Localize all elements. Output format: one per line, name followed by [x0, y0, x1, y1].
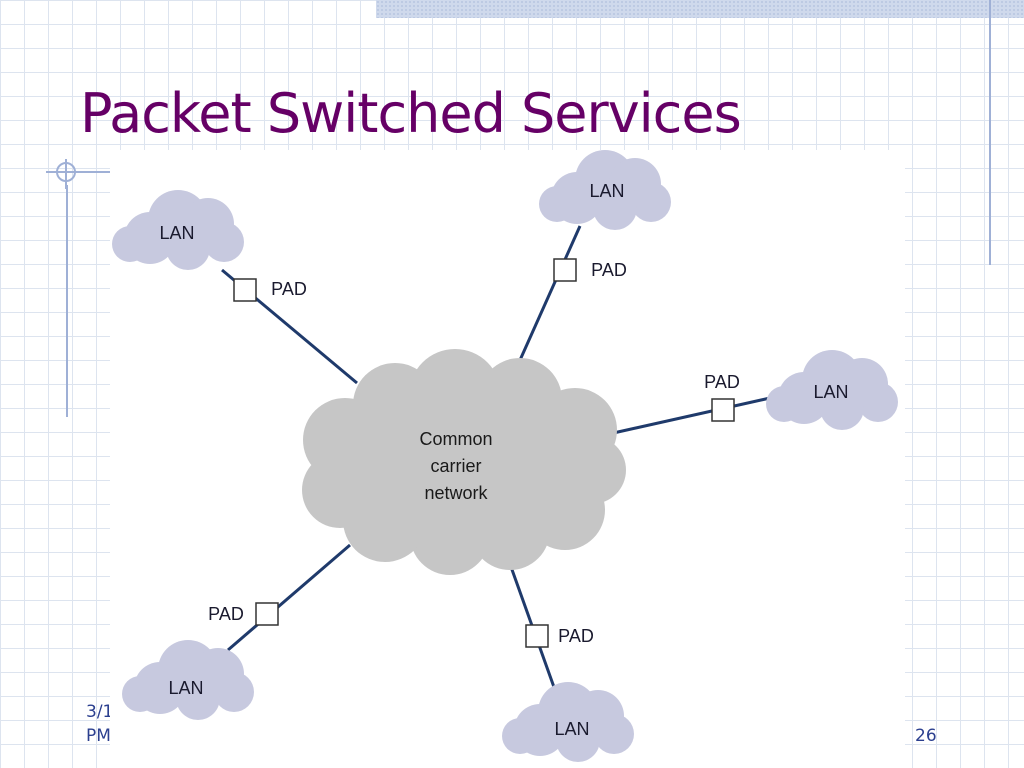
- footer-date-line-1: 3/1: [86, 702, 110, 722]
- lan-label-bottom-center: LAN: [554, 719, 589, 739]
- right-decorative-rule: [989, 0, 991, 265]
- page-number: 26: [915, 726, 937, 746]
- lan-label-bottom-left: LAN: [168, 678, 203, 698]
- slide-title: Packet Switched Services: [80, 82, 742, 145]
- footer-date: 3/1 PM: [86, 700, 110, 748]
- crosshair-ornament: [46, 159, 112, 189]
- link-bottom-left: [227, 543, 351, 652]
- footer-date-line-2: PM: [86, 726, 110, 746]
- network-diagram: Common carrier network LAN LAN LAN LAN L…: [110, 150, 905, 768]
- carrier-label-line-2: carrier: [430, 456, 481, 476]
- link-top-center: [510, 225, 582, 379]
- pad-box-bottom-left: [255, 602, 279, 626]
- lan-label-right: LAN: [813, 382, 848, 402]
- pad-box-top-center: [553, 258, 577, 282]
- pad-box-bottom-center: [525, 624, 549, 648]
- lan-label-top-center: LAN: [589, 181, 624, 201]
- pad-box-right: [711, 398, 735, 422]
- pad-label-top-center: PAD: [591, 260, 627, 280]
- lan-label-top-left: LAN: [159, 223, 194, 243]
- pad-label-right: PAD: [704, 372, 740, 392]
- pad-label-bottom-left: PAD: [208, 604, 244, 624]
- network-diagram-svg: Common carrier network LAN LAN LAN LAN L…: [112, 150, 898, 762]
- left-decorative-rule: [66, 185, 68, 417]
- link-right: [599, 396, 771, 438]
- carrier-network-cloud: [302, 349, 626, 575]
- carrier-label-line-1: Common: [419, 429, 492, 449]
- carrier-label-line-3: network: [424, 483, 488, 503]
- top-decorative-band: [376, 0, 1024, 18]
- pad-box-top-left: [233, 278, 257, 302]
- pad-label-bottom-center: PAD: [558, 626, 594, 646]
- link-bottom-center: [503, 549, 557, 691]
- pad-label-top-left: PAD: [271, 279, 307, 299]
